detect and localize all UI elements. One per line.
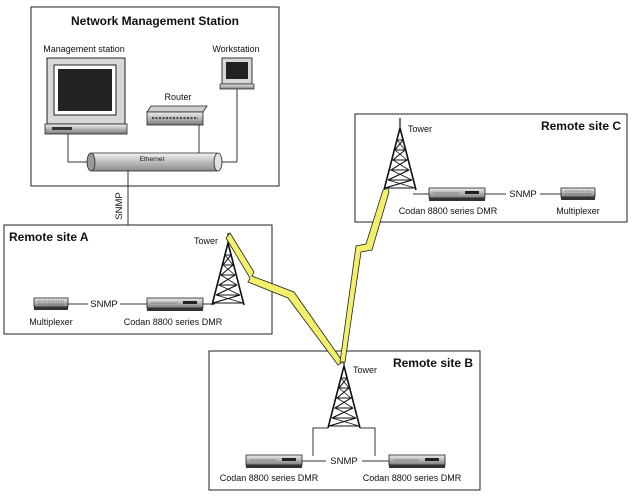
site-a-tower-label: Tower xyxy=(194,236,218,246)
site-b-dmr-right-label: Codan 8800 series DMR xyxy=(363,473,462,483)
site-c-multiplexer-label: Multiplexer xyxy=(556,206,600,216)
site-a-snmp-label: SNMP xyxy=(90,299,117,310)
radio-link-c-to-b xyxy=(339,187,390,363)
site-b-panel: Remote site B Tower Codan 8800 series DM… xyxy=(208,350,481,491)
site-a-multiplexer-icon xyxy=(33,297,69,311)
site-b-dmr-right-icon xyxy=(388,454,446,469)
nms-panel: Network Management Station Management st… xyxy=(30,6,280,187)
site-b-box xyxy=(208,350,481,491)
site-c-dmr-label: Codan 8800 series DMR xyxy=(399,206,498,216)
site-c-title: Remote site C xyxy=(541,119,621,133)
router-icon xyxy=(146,105,208,126)
site-b-snmp-label: SNMP xyxy=(330,456,357,467)
management-station-computer-icon xyxy=(44,57,128,135)
workstation-label: Workstation xyxy=(212,44,259,54)
nms-title: Network Management Station xyxy=(71,14,239,28)
site-c-dmr-icon xyxy=(428,187,486,202)
ethernet-cable-icon xyxy=(86,152,223,172)
site-b-tower-to-right-dmr-line xyxy=(360,427,376,456)
site-b-dmr-left-icon xyxy=(245,454,303,469)
router-label: Router xyxy=(164,92,191,102)
radio-link-a-to-b xyxy=(225,232,344,366)
site-b-tower-to-left-dmr-line xyxy=(312,427,328,456)
site-a-panel: Remote site A Tower Multiplexer SNMP Cod… xyxy=(3,224,273,335)
site-b-title: Remote site B xyxy=(393,356,473,370)
site-a-dmr-icon xyxy=(146,297,204,312)
nms-snmp-label: SNMP xyxy=(114,192,125,219)
site-c-multiplexer-icon xyxy=(560,187,596,201)
site-b-dmr-left-label: Codan 8800 series DMR xyxy=(220,473,319,483)
workstation-computer-icon xyxy=(219,57,255,90)
site-a-title: Remote site A xyxy=(9,230,89,244)
site-a-dmr-label: Codan 8800 series DMR xyxy=(124,317,223,327)
site-c-tower-label: Tower xyxy=(408,124,432,134)
site-a-multiplexer-label: Multiplexer xyxy=(29,317,73,327)
site-b-tower-label: Tower xyxy=(353,365,377,375)
management-station-label: Management station xyxy=(43,44,125,54)
site-c-snmp-label: SNMP xyxy=(509,189,536,200)
ethernet-label: Ethernet xyxy=(140,156,165,163)
site-c-panel: Remote site C Tower Codan 8800 series DM… xyxy=(354,113,628,223)
